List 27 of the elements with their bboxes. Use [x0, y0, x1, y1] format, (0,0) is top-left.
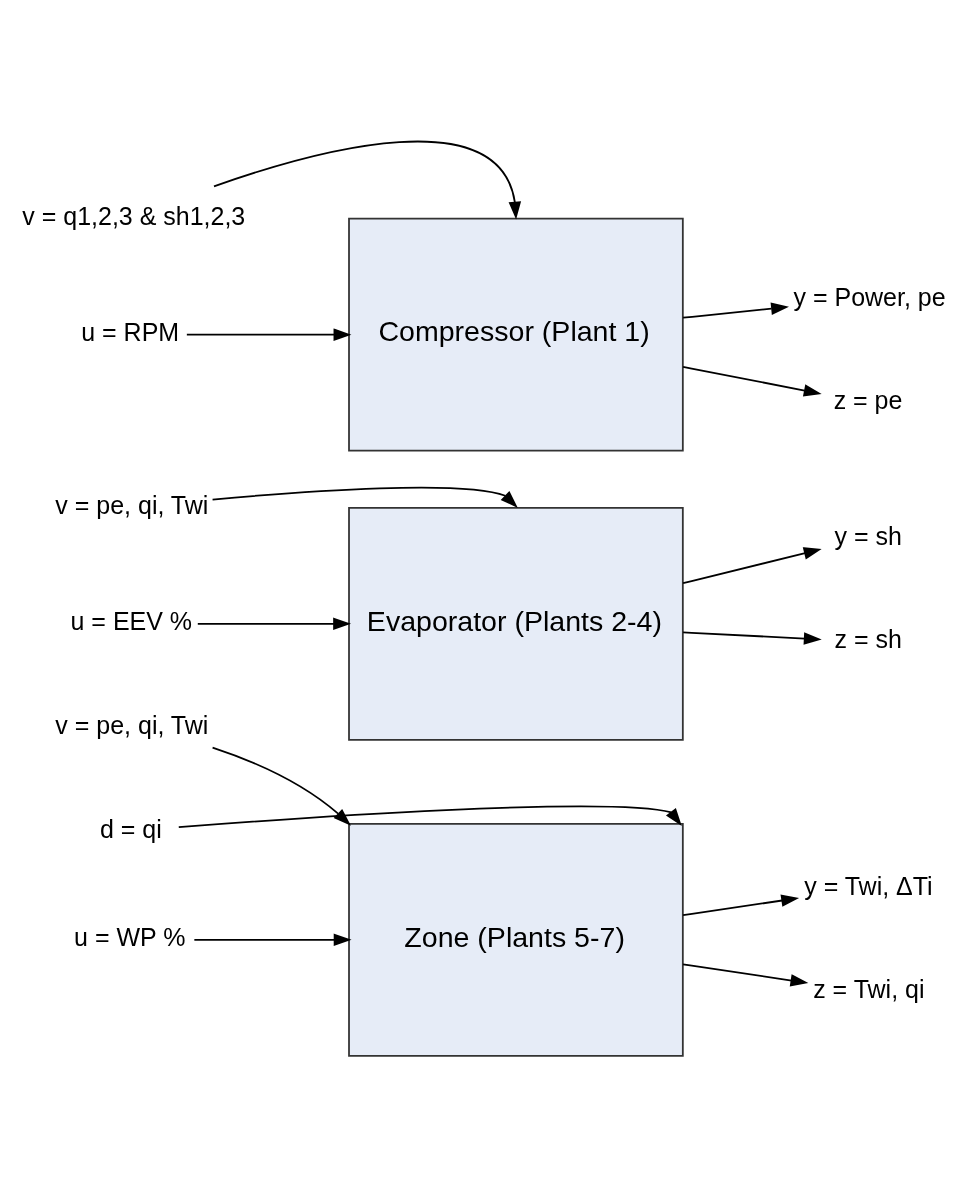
node-text: v = pe, qi, Twi: [55, 490, 209, 519]
arrow: [193, 933, 352, 946]
node-text: u = RPM: [81, 317, 180, 346]
node-box: Evaporator (Plants 2-4): [348, 506, 684, 741]
arrow: [682, 301, 789, 319]
node-text: y = Twi, ΔTi: [804, 871, 933, 900]
node-text: u = EEV %: [70, 606, 193, 635]
node-text: z = sh: [834, 624, 902, 653]
arrow: [682, 365, 822, 397]
node-text: v = q1,2,3 & sh1,2,3: [22, 201, 246, 230]
arrow: [185, 327, 352, 341]
node-text: z = pe: [833, 385, 903, 414]
node-text: y = Power, pe: [793, 282, 946, 311]
arrow: [682, 893, 800, 916]
node-text: v = pe, qi, Twi: [55, 710, 209, 739]
node-text: y = sh: [834, 521, 902, 550]
node-box: Zone (Plants 5-7): [348, 822, 684, 1057]
node-box: Compressor (Plant 1): [348, 217, 684, 452]
arrow: [213, 140, 522, 220]
arrow: [211, 486, 518, 508]
node-text: u = WP %: [74, 922, 186, 951]
node-text: d = qi: [99, 814, 162, 843]
arrow: [682, 963, 809, 987]
arrow: [682, 630, 822, 645]
node-text: z = Twi, qi: [813, 974, 925, 1003]
arrow: [196, 617, 352, 630]
arrow: [682, 546, 822, 584]
